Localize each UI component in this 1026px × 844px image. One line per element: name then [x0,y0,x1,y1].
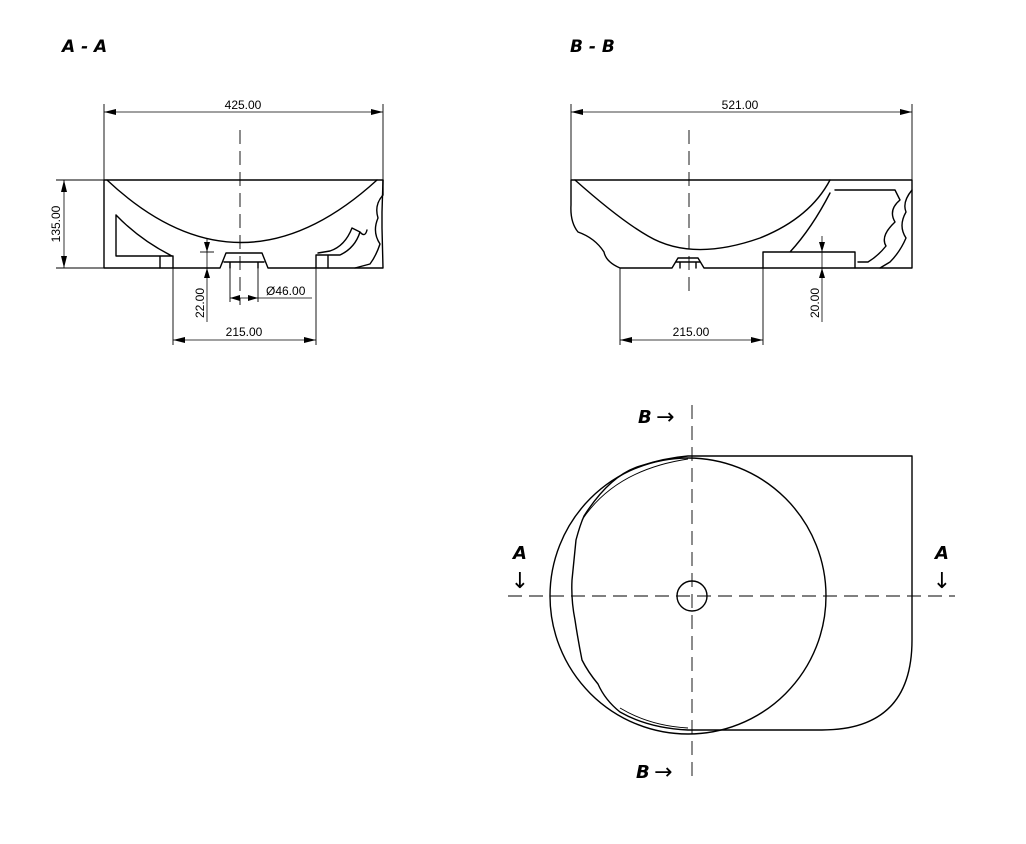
view-title-section-a-a: A - A [60,37,107,57]
section-a-a-broken-edge [354,179,384,269]
cut-a-label-right: A [933,543,949,564]
arrow-right-icon: → [654,760,672,785]
section-a-a-bowl-curve [106,179,378,244]
dimension-bb-bottom-thickness: 20.00 [808,288,822,318]
arrow-right-icon: → [656,405,674,430]
section-b-b-broken-edge [879,189,913,269]
section-b-b-right-cavity [762,189,901,269]
section-b-b-view: 521.00 20.00 215.00 [570,98,913,345]
dimension-aa-bottom-thickness: 22.00 [193,288,207,318]
arrow-down-icon: ↓ [933,569,951,594]
top-view: A ↓ A ↓ B → B → [508,405,955,785]
dimension-aa-base-width: 215.00 [226,325,263,339]
section-a-a-drain [223,261,265,269]
cut-a-label-left: A [511,543,527,564]
dimension-bb-overall-width: 521.00 [722,98,759,112]
section-a-a-right-cavity [315,227,368,269]
section-b-b-outline [570,179,913,269]
dimension-aa-overall-width: 425.00 [225,98,262,112]
section-a-a-outline [103,179,384,269]
section-a-a-view: 425.00 135.00 22.00 Ø46.00 215.00 [49,98,384,345]
section-b-b-drain [675,261,701,269]
view-title-section-b-b: B - B [570,37,615,57]
arrow-down-icon: ↓ [511,569,529,594]
dimension-aa-drain-diameter: Ø46.00 [266,284,306,298]
cut-b-label-top: B [638,407,652,428]
section-b-b-bowl-curve [574,179,831,251]
dimension-aa-height: 135.00 [49,205,63,242]
cut-b-label-bottom: B [636,762,650,783]
top-view-outer-outline [571,455,913,731]
section-a-a-left-cavity [115,214,174,269]
top-view-rim-curve [581,458,689,729]
dimension-bb-base-width: 215.00 [673,325,710,339]
